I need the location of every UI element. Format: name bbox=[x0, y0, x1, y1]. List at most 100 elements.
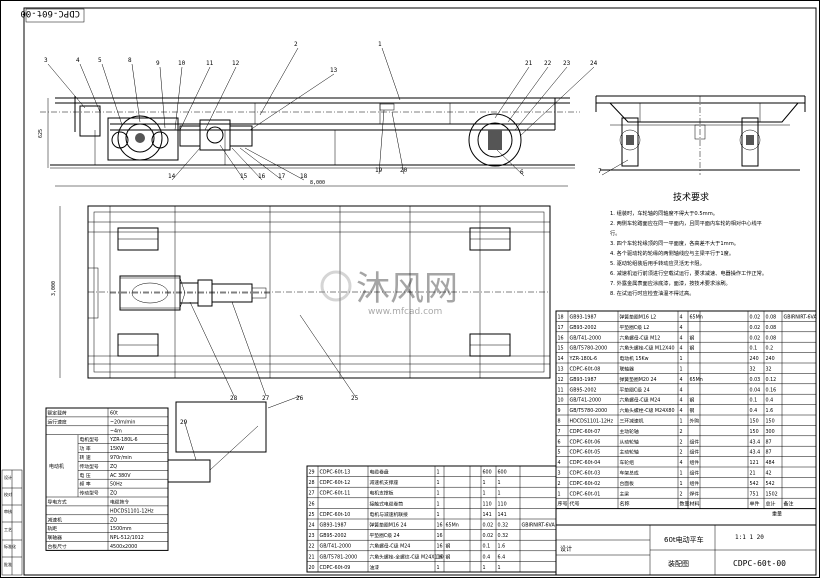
balloon-14: 14 bbox=[168, 173, 176, 180]
bom-cell: 4 bbox=[558, 460, 561, 466]
cable-reel-leader bbox=[209, 425, 259, 471]
spec-key: 台板尺寸 bbox=[48, 543, 67, 550]
tech-req-line: 6. 减速机运行前须进行空载试运行，要求减速、电器操作工作正常。 bbox=[610, 269, 767, 277]
bom-cell: CDPC-60t-04 bbox=[570, 460, 601, 466]
bom-cell: GB/T5780-2000 bbox=[570, 408, 608, 414]
leader-16 bbox=[231, 147, 263, 181]
bom-cell: 16 bbox=[437, 523, 443, 529]
balloon-19: 19 bbox=[375, 167, 383, 174]
bom-cell: 电缆卷盘 bbox=[370, 469, 389, 476]
bom-cell: 20 bbox=[309, 565, 315, 571]
leader-20 bbox=[391, 111, 405, 175]
tech-req-line: 7. 外露金属表面应涂底漆，面漆，按技术要求涂刷。 bbox=[610, 279, 731, 287]
balloon-3: 3 bbox=[44, 57, 48, 64]
balloon-20: 20 bbox=[400, 167, 408, 174]
left-binding-strip bbox=[1, 469, 23, 576]
leader-24 bbox=[519, 66, 595, 137]
spec-value: ZQ bbox=[110, 464, 117, 470]
bom-cell: 平垫圈C级 L2 bbox=[620, 324, 650, 331]
left-strip-label: 标准化 bbox=[4, 543, 16, 549]
bom-cell: GBIRNIRT-6VA bbox=[784, 315, 818, 321]
bom-cell: 1 bbox=[680, 356, 683, 362]
balloon-8: 8 bbox=[128, 57, 132, 64]
left-strip-label: 审核 bbox=[4, 508, 12, 514]
bom-header: 单件 bbox=[750, 501, 760, 508]
leader-21 bbox=[494, 66, 530, 119]
bom-cell: GB95-2002 bbox=[320, 533, 347, 539]
bom-cell: 3 bbox=[558, 471, 561, 477]
spec-value: NPL-512/1012 bbox=[110, 535, 144, 541]
bom-cell: 2 bbox=[680, 439, 683, 445]
bom-cell: 2 bbox=[558, 481, 561, 487]
bom-cell: CDPC-60t-01 bbox=[570, 491, 601, 497]
balloon-21: 21 bbox=[525, 60, 533, 67]
bom-cell: 0.4 bbox=[483, 554, 491, 560]
spec-value: YZR-180L-6 bbox=[109, 437, 138, 443]
bom-cell: CDPC-60t-02 bbox=[570, 481, 601, 487]
balloon-10: 10 bbox=[178, 60, 186, 67]
balloon-15: 15 bbox=[240, 173, 248, 180]
bom-cell: 6.4 bbox=[498, 554, 506, 560]
bom-cell: 2 bbox=[680, 491, 683, 497]
leader-12 bbox=[204, 66, 237, 131]
bom-cell: GB93-1987 bbox=[570, 377, 597, 383]
balloon-13: 13 bbox=[330, 67, 338, 74]
bom-cell: 110 bbox=[498, 501, 507, 507]
spec-key: 轨距 bbox=[48, 525, 58, 532]
bom-cell: CDPC-60t-06 bbox=[570, 439, 601, 445]
bom-cell: GB/T41-2000 bbox=[320, 544, 352, 550]
bom-cell: 0.02 bbox=[750, 335, 761, 341]
tech-req-title: 技术要求 bbox=[673, 191, 709, 203]
bom-cell: 0.03 bbox=[750, 377, 761, 383]
tech-req-line: 3. 四个车轮轮缘顶的同一平面度，各高差不大于1mm。 bbox=[610, 239, 739, 247]
bom-cell: 43.4 bbox=[750, 450, 761, 456]
bom-cell: GB93-2002 bbox=[570, 325, 597, 331]
bom-cell: GB93-1987 bbox=[570, 315, 597, 321]
leader-6 bbox=[496, 149, 525, 177]
bom-cell: 组件 bbox=[690, 480, 700, 487]
bom-cell: 4 bbox=[680, 408, 683, 414]
balloon-2: 2 bbox=[294, 41, 298, 48]
bom-cell: 150 bbox=[766, 419, 775, 425]
bom-cell: 电动机 15Kw bbox=[620, 355, 649, 362]
bom-cell: 32 bbox=[766, 367, 772, 373]
left-strip-label: 工艺 bbox=[4, 527, 12, 532]
watermark-text: 沐风网 bbox=[356, 269, 458, 309]
tech-req-line: 5. 驱动轮组装后用手转动应灵活无卡阻。 bbox=[610, 259, 705, 267]
leader-17 bbox=[239, 147, 283, 181]
bom-cell: 32 bbox=[750, 367, 756, 373]
balloon-5: 5 bbox=[98, 57, 102, 64]
bom-cell: 5 bbox=[558, 450, 561, 456]
bom-cell: 29 bbox=[309, 470, 315, 476]
bom-cell: 18 bbox=[558, 315, 564, 321]
bom-cell: 六角螺母-C级 M24 bbox=[370, 543, 411, 550]
bom-cell: 电机支撑板 bbox=[370, 490, 394, 497]
bom-header: 序号 bbox=[558, 501, 568, 508]
bom-cell: GB/T41-2000 bbox=[570, 335, 602, 341]
tech-req-line: 行。 bbox=[610, 229, 620, 237]
watermark: 沐风网 www.mfcad.com bbox=[320, 269, 458, 317]
bom-cell: 组件 bbox=[690, 438, 700, 445]
leader-2 bbox=[259, 47, 299, 116]
spec-value: 970r/min bbox=[110, 455, 132, 461]
bom-cell: 65Mn bbox=[690, 377, 703, 383]
bom-cell: 150 bbox=[750, 429, 759, 435]
bom-cell: 主梁 bbox=[620, 490, 630, 497]
leader-13 bbox=[249, 73, 335, 131]
balloon-28: 28 bbox=[230, 395, 238, 402]
leader-3 bbox=[47, 63, 86, 109]
bom-cell: 11 bbox=[558, 387, 564, 393]
bom-cell: 12 bbox=[558, 377, 564, 383]
spec-key: 传动型号 bbox=[80, 463, 99, 470]
bom-cell: 0.32 bbox=[498, 533, 509, 539]
cable-reel-box bbox=[175, 401, 267, 453]
bom-cell: 六角头螺栓-C级 M24X80 bbox=[620, 407, 675, 414]
bom-cell: 65Mn bbox=[446, 523, 459, 529]
bom-cell: 240 bbox=[750, 356, 759, 362]
bom-cell: GBIRNIRT-6VA bbox=[522, 523, 556, 529]
bom-cell: 组件 bbox=[690, 470, 700, 477]
bom-cell: 4 bbox=[680, 398, 683, 404]
bom-cell: 三环减速机 bbox=[620, 418, 644, 425]
